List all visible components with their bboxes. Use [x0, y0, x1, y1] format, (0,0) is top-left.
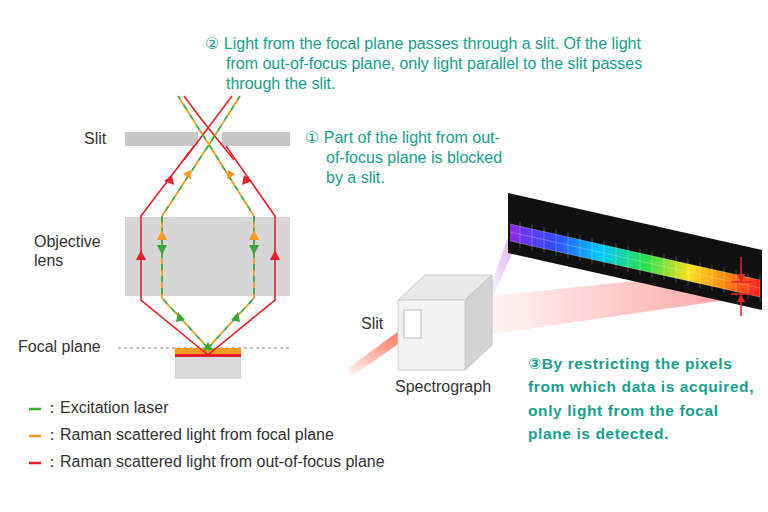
pixel-line	[510, 224, 760, 280]
callout-note: ② Light from the focal plane passes thro…	[205, 34, 650, 94]
pixel-line	[544, 227, 545, 253]
pixel-line	[556, 230, 557, 256]
legend-line-sample	[28, 457, 42, 469]
pixel-line	[580, 235, 581, 261]
spectrograph-slit	[404, 310, 421, 338]
detector	[508, 193, 762, 310]
pixel-line	[724, 267, 725, 293]
spectrograph-side	[465, 275, 492, 370]
row-bracket	[731, 257, 752, 316]
pixel-line	[652, 251, 653, 277]
pixel-line	[736, 270, 737, 296]
legend-text: ：Raman scattered light from focal plane	[44, 425, 334, 446]
pixel-line	[520, 222, 521, 248]
pixel-line	[616, 243, 617, 269]
pixel-line	[628, 246, 629, 272]
pixel-grid	[510, 222, 760, 302]
pixel-line	[592, 238, 593, 264]
objective-lens	[125, 217, 290, 296]
legend-line	[29, 461, 41, 464]
part-label: Focal plane	[18, 337, 116, 356]
pixel-line	[760, 276, 761, 302]
focus-spot	[203, 342, 213, 350]
legend-line-sample	[28, 430, 42, 442]
focal-rays	[162, 96, 254, 348]
spectrum	[510, 224, 760, 297]
part-label: Slit	[84, 129, 124, 148]
legend-text: ：Raman scattered light from out-of-focus…	[44, 452, 385, 473]
legend-line-sample	[28, 403, 42, 415]
slit-bar	[222, 132, 290, 146]
sample-block	[175, 357, 241, 379]
legend-line	[29, 434, 41, 437]
spectrograph-front	[398, 300, 465, 370]
legend-row: ：Excitation laser	[28, 398, 169, 419]
callout-note: ③By restricting the pixels from which da…	[528, 352, 764, 445]
pixel-line	[532, 224, 533, 250]
legend-row: ：Raman scattered light from focal plane	[28, 425, 334, 446]
ray-arrowheads	[136, 170, 280, 322]
part-label: Spectrograph	[395, 377, 505, 396]
slit-bar	[125, 132, 198, 146]
pixel-line	[510, 241, 760, 297]
pixel-line	[700, 262, 701, 288]
legend-row: ：Raman scattered light from out-of-focus…	[28, 452, 385, 473]
pixel-line	[640, 249, 641, 275]
pixel-line	[748, 273, 749, 299]
legend-line	[29, 407, 41, 410]
pixel-line	[664, 254, 665, 280]
pixel-line	[510, 232, 760, 288]
pixel-line	[568, 232, 569, 258]
legend-text: ：Excitation laser	[44, 398, 169, 419]
pixel-line	[712, 265, 713, 291]
pixel-line	[676, 257, 677, 283]
pixel-line	[604, 241, 605, 267]
part-label: Slit	[361, 314, 397, 333]
callout-note: ① Part of the light from out-of-focus pl…	[305, 128, 515, 188]
part-label: Objective lens	[34, 232, 122, 270]
defocus-rays	[141, 96, 275, 355]
pixel-line	[688, 259, 689, 285]
